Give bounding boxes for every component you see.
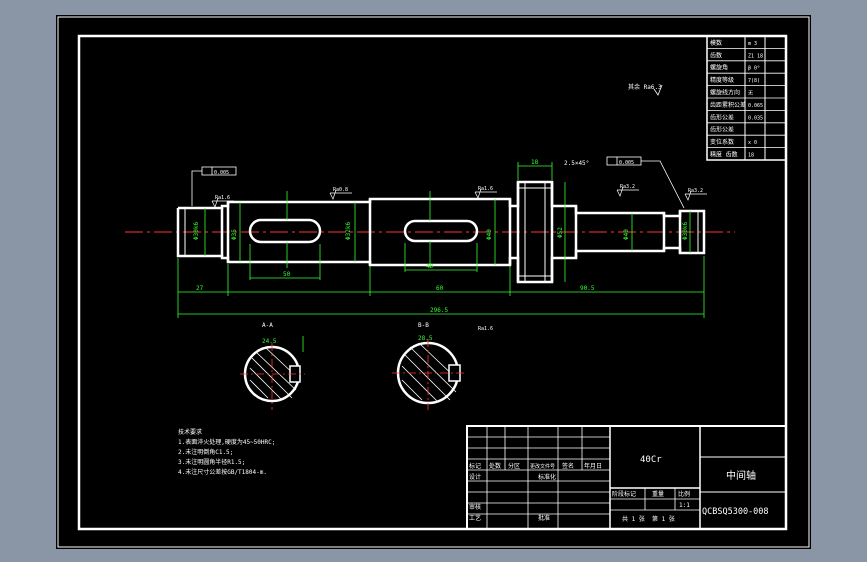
tb-weight: 重量 — [652, 490, 664, 498]
dim-dia-2: Φ35 — [231, 229, 238, 240]
shaft-outline — [176, 180, 706, 284]
dim-dia-7: Φ30k6 — [682, 222, 689, 240]
param-value-5: 0.065 — [748, 103, 763, 109]
dim-len-4: 60 — [436, 285, 444, 292]
ra-3: Ra3.2 — [620, 184, 635, 190]
section-a: A-A 24.5 — [240, 322, 305, 410]
param-label-3: 精度等级 — [710, 76, 734, 84]
section-b-dim: 28.5 — [418, 335, 433, 342]
param-value-2: β 0° — [748, 66, 760, 72]
param-value-6: 0.035 — [748, 115, 763, 121]
ra-4: Ra3.2 — [688, 188, 703, 194]
dim-overall: 296.5 — [430, 307, 448, 314]
section-b: B-B 28.5 — [392, 322, 466, 410]
tb-design: 设计 — [469, 473, 481, 481]
tb-label-change: 更改文件号 — [530, 463, 555, 470]
dim-tooth-width: 18 — [531, 159, 539, 166]
tb-std: 标准化 — [538, 473, 556, 481]
tb-label-mark: 标记 — [469, 462, 481, 470]
param-label-1: 齿数 — [710, 51, 722, 59]
part-name: 中间轴 — [726, 469, 756, 482]
ra-2: Ra1.6 — [478, 186, 493, 192]
inner-frame — [77, 34, 788, 531]
section-a-label: A-A — [262, 322, 273, 329]
tech-req-1: 1.表面淬火处理,硬度为45~50HRC; — [178, 438, 275, 446]
tb-label-zone: 分区 — [508, 462, 520, 470]
chamfer-note: 2.5×45° — [564, 160, 589, 167]
param-value-9: 18 — [748, 153, 754, 159]
dim-dia-3: Φ32k6 — [345, 222, 352, 240]
tb-sheets: 共 1 张 — [622, 515, 645, 523]
tech-req-3: 3.未注明圆角半径R1.5; — [178, 458, 245, 466]
dim-len-5: 90.5 — [580, 285, 595, 292]
tb-label-count: 处数 — [489, 462, 501, 470]
ra-1: Ra0.8 — [333, 187, 348, 193]
param-value-3: 7(8) — [748, 78, 760, 84]
tb-label-date: 年月日 — [584, 462, 602, 470]
dim-dia-5: Φ52 — [557, 227, 564, 238]
param-label-9: 精度 齿数 — [710, 151, 738, 159]
tech-req-title: 技术要求 — [178, 428, 202, 436]
tb-scale-value: 1:1 — [679, 502, 690, 509]
dim-dia-4: Φ40 — [486, 229, 493, 240]
dim-len-2: 50 — [283, 271, 291, 278]
surface-rest: 其余 Ra6.3 — [628, 83, 662, 91]
tol-right: 0.005 — [619, 160, 634, 166]
ra-5: Ra1.6 — [215, 195, 230, 201]
material: 40Cr — [640, 455, 662, 465]
annotations: 其余 Ra6.3 2.5×45° 0.005 0.005 Ra0.8 Ra1.6… — [191, 83, 707, 332]
ra-6: Ra1.6 — [478, 326, 493, 332]
section-b-label: B-B — [418, 322, 429, 329]
param-value-4: 无 — [748, 91, 753, 97]
title-block-texts: 40Cr 中间轴 QCBSQ5300-008 标记 处数 分区 更改文件号 签名… — [469, 455, 769, 523]
param-label-2: 螺旋角 — [710, 64, 728, 72]
dim-len-3: 40 — [426, 263, 434, 270]
title-block — [466, 425, 787, 530]
outer-border — [57, 16, 810, 548]
tb-approve: 批准 — [538, 514, 550, 522]
param-label-8: 变位系数 — [710, 138, 734, 146]
param-value-0: m 3 — [748, 41, 757, 47]
tb-check: 审核 — [469, 503, 481, 511]
tb-label-sign: 签名 — [562, 462, 574, 470]
dim-len-1: 27 — [196, 285, 204, 292]
drawing-paper — [56, 15, 811, 549]
param-label-5: 齿距累积公差 — [710, 101, 746, 109]
tech-req-4: 4.未注尺寸公差按GB/T1804-m. — [178, 468, 267, 476]
param-label-6: 齿形公差 — [710, 113, 734, 121]
tb-process: 工艺 — [469, 514, 481, 522]
param-label-4: 螺旋线方向 — [710, 89, 740, 97]
param-label-7: 齿形公差 — [710, 126, 734, 134]
dimension-texts: Φ30k6 Φ35 Φ32k6 Φ40 Φ52 Φ40 Φ30k6 27 50 … — [193, 159, 689, 314]
param-value-1: Z1 18 — [748, 53, 763, 59]
dim-dia-6: Φ40 — [623, 229, 630, 240]
tech-req-2: 2.未注明倒角C1.5; — [178, 448, 233, 456]
tech-requirements: 技术要求 1.表面淬火处理,硬度为45~50HRC; 2.未注明倒角C1.5; … — [178, 428, 275, 476]
tb-scale: 比例 — [678, 490, 690, 498]
tb-stage: 阶段标记 — [612, 490, 636, 498]
param-label-0: 模数 — [710, 39, 722, 47]
dimension-lines — [177, 162, 705, 318]
drawing-number: QCBSQ5300-008 — [702, 507, 769, 517]
param-value-8: x 0 — [748, 140, 757, 146]
section-a-dim: 24.5 — [262, 338, 277, 345]
dim-dia-1: Φ30k6 — [193, 222, 200, 240]
tb-sheet-no: 第 1 张 — [652, 515, 675, 523]
tol-left: 0.005 — [214, 170, 229, 176]
